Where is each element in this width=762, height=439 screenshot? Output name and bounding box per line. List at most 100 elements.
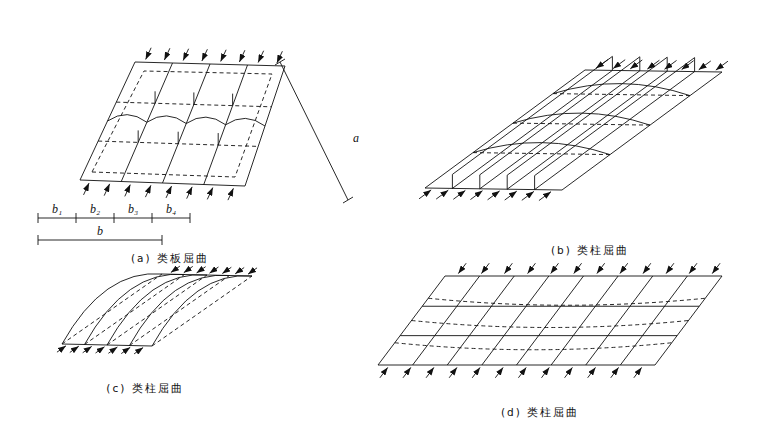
buckle-curve — [513, 113, 650, 125]
stiffener-fin — [218, 133, 219, 145]
load-arrow — [222, 267, 231, 273]
load-arrow — [551, 263, 559, 273]
undeformed-line — [130, 276, 230, 346]
transverse-line — [98, 141, 258, 146]
load-arrow — [228, 188, 233, 200]
transverse-line — [473, 153, 610, 155]
buckle-arc — [107, 275, 207, 345]
stiffener-line — [535, 72, 695, 190]
load-arrow — [134, 348, 143, 354]
dimension-tick — [343, 197, 353, 203]
stiffener-fin — [452, 174, 453, 188]
dimension-tick — [38, 235, 39, 245]
load-arrow — [488, 191, 500, 200]
load-arrow — [108, 347, 117, 353]
panel-c — [57, 266, 257, 354]
load-arrow — [647, 60, 659, 69]
load-arrow — [221, 50, 226, 62]
buckle-wave — [108, 115, 147, 123]
dimension-label: b₃ — [128, 203, 138, 215]
dimension-tick — [38, 213, 39, 223]
load-arrow — [666, 263, 674, 273]
plate-outline — [425, 70, 722, 190]
load-arrow — [57, 346, 66, 352]
stiffener-fin — [193, 92, 194, 104]
load-arrow — [83, 346, 92, 352]
buckle-wave — [147, 116, 186, 124]
load-arrow — [207, 188, 212, 200]
stiffener-fin — [507, 57, 667, 175]
load-arrow — [470, 191, 482, 200]
dimension-tick — [114, 213, 115, 223]
load-arrow — [209, 267, 218, 273]
load-arrow — [682, 61, 694, 70]
grid-line — [413, 276, 480, 365]
load-arrow — [613, 60, 625, 69]
load-arrow — [436, 190, 448, 199]
load-arrow — [96, 347, 105, 353]
dimension-label: a — [353, 132, 359, 144]
load-arrow — [518, 367, 526, 377]
buckle-curve — [553, 84, 690, 96]
grid-line — [400, 335, 677, 336]
load-arrow — [522, 191, 534, 200]
grid-line — [620, 276, 687, 365]
grid-line — [551, 276, 618, 365]
transverse-line — [513, 123, 650, 125]
dimension-label: b₄ — [166, 203, 176, 215]
stiffener-fin — [479, 175, 480, 189]
load-arrow — [699, 61, 711, 70]
figure-caption: (d) 类柱屈曲 — [501, 407, 579, 418]
load-arrow — [620, 263, 628, 273]
buckle-curve — [412, 321, 689, 328]
load-arrow — [716, 61, 728, 70]
buckle-curve — [428, 298, 705, 305]
load-arrow — [597, 263, 605, 273]
buckle-arc — [130, 275, 230, 345]
load-arrow — [187, 187, 192, 199]
dimension-tick — [275, 59, 285, 65]
buckle-curve — [473, 143, 610, 155]
load-arrow — [403, 367, 411, 377]
load-arrow — [197, 267, 206, 273]
load-arrow — [643, 263, 651, 273]
grid-line — [586, 276, 653, 365]
load-arrow — [258, 51, 263, 63]
load-arrow — [164, 48, 169, 60]
load-arrow — [528, 263, 536, 273]
load-arrow — [505, 263, 513, 273]
load-arrow — [84, 183, 89, 195]
plate-outline — [80, 62, 285, 186]
load-arrow — [596, 59, 608, 68]
stiffener-fin — [694, 58, 695, 72]
load-arrow — [712, 263, 720, 273]
dimension-line — [38, 240, 162, 241]
load-arrow — [565, 367, 573, 377]
panel-a — [38, 48, 353, 245]
load-arrow — [453, 190, 465, 199]
load-arrow — [542, 367, 550, 377]
grid-line — [482, 276, 549, 365]
dimension-tick — [162, 235, 163, 245]
dimension-tick — [76, 213, 77, 223]
load-arrow — [495, 367, 503, 377]
load-arrow — [611, 367, 619, 377]
stiffener-fin — [232, 94, 233, 106]
load-arrow — [419, 190, 431, 199]
figure-caption: (c) 类柱屈曲 — [106, 383, 183, 394]
panel-d — [378, 263, 722, 378]
load-arrow — [539, 192, 551, 201]
load-arrow — [458, 263, 466, 273]
dimension-tick — [152, 213, 153, 223]
buckle-wave — [226, 118, 265, 126]
load-arrow — [634, 367, 642, 377]
dimension-tick — [190, 213, 191, 223]
figure-caption: (b) 类柱屈曲 — [551, 245, 629, 256]
load-arrow — [664, 60, 676, 69]
stiffener-fin — [155, 91, 156, 103]
load-arrow — [472, 367, 480, 377]
undeformed-line — [152, 276, 252, 346]
load-arrow — [239, 50, 244, 62]
